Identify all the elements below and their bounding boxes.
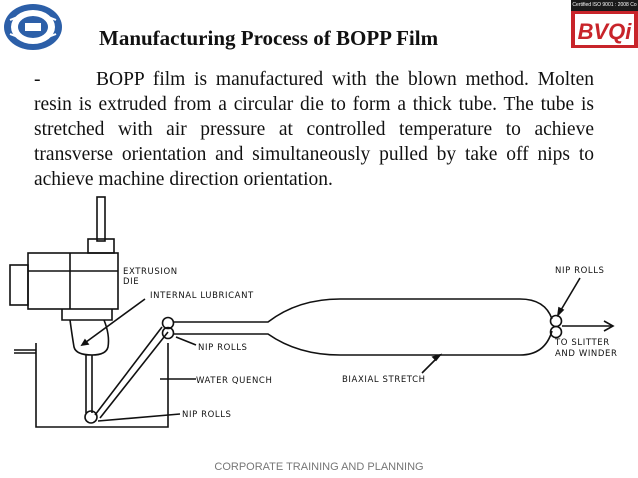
stretch-bubble-upper: [174, 298, 553, 323]
description-paragraph: -BOPP film is manufactured with the blow…: [34, 67, 594, 192]
extruder-body: [27, 252, 119, 310]
nip-roll-right-upper: [549, 314, 563, 328]
page-title: Manufacturing Process of BOPP Film: [99, 26, 439, 50]
water-tank: [35, 343, 169, 428]
label-and-winder: AND WINDER: [555, 349, 618, 359]
label-nip-rolls-top: NIP ROLLS: [555, 266, 605, 276]
label-internal-lubricant: INTERNAL LUBRICANT: [150, 291, 254, 301]
bvqi-brand-text: BVQi: [578, 19, 633, 44]
label-extrusion: EXTRUSION: [123, 267, 178, 277]
nip-roll-middle-lower: [161, 326, 175, 340]
certification-logo: Certified ISO 9001 : 2008 Co BVQi: [571, 0, 638, 48]
bopp-process-diagram: EXTRUSION DIE INTERNAL LUBRICANT NIP ROL…: [0, 195, 638, 445]
film-bubble: [69, 319, 110, 356]
label-nip-rolls-bottom: NIP ROLLS: [182, 410, 232, 420]
certification-text: Certified ISO 9001 : 2008 Co: [571, 0, 638, 11]
description-text: BOPP film is manufactured with the blown…: [34, 69, 594, 190]
footer-text: CORPORATE TRAINING AND PLANNING: [214, 461, 424, 473]
label-to-slitter: TO SLITTER: [554, 338, 610, 348]
label-water-quench: WATER QUENCH: [196, 376, 272, 386]
label-nip-rolls-middle: NIP ROLLS: [198, 343, 248, 353]
extrusion-die: [61, 309, 113, 321]
label-biaxial-stretch: BIAXIAL STRETCH: [342, 375, 426, 385]
bullet-dash: -: [34, 69, 41, 90]
stretch-bubble-lower: [174, 330, 553, 356]
nip-roll-middle-upper: [161, 316, 175, 330]
output-arrow-icon: [603, 320, 615, 332]
nip-roll-right-lower: [549, 325, 563, 339]
extruder-end: [9, 264, 29, 306]
nip-roll-bottom: [84, 410, 98, 424]
label-die: DIE: [123, 277, 139, 287]
extruder-shaft: [96, 196, 106, 242]
company-logo: [2, 2, 64, 52]
